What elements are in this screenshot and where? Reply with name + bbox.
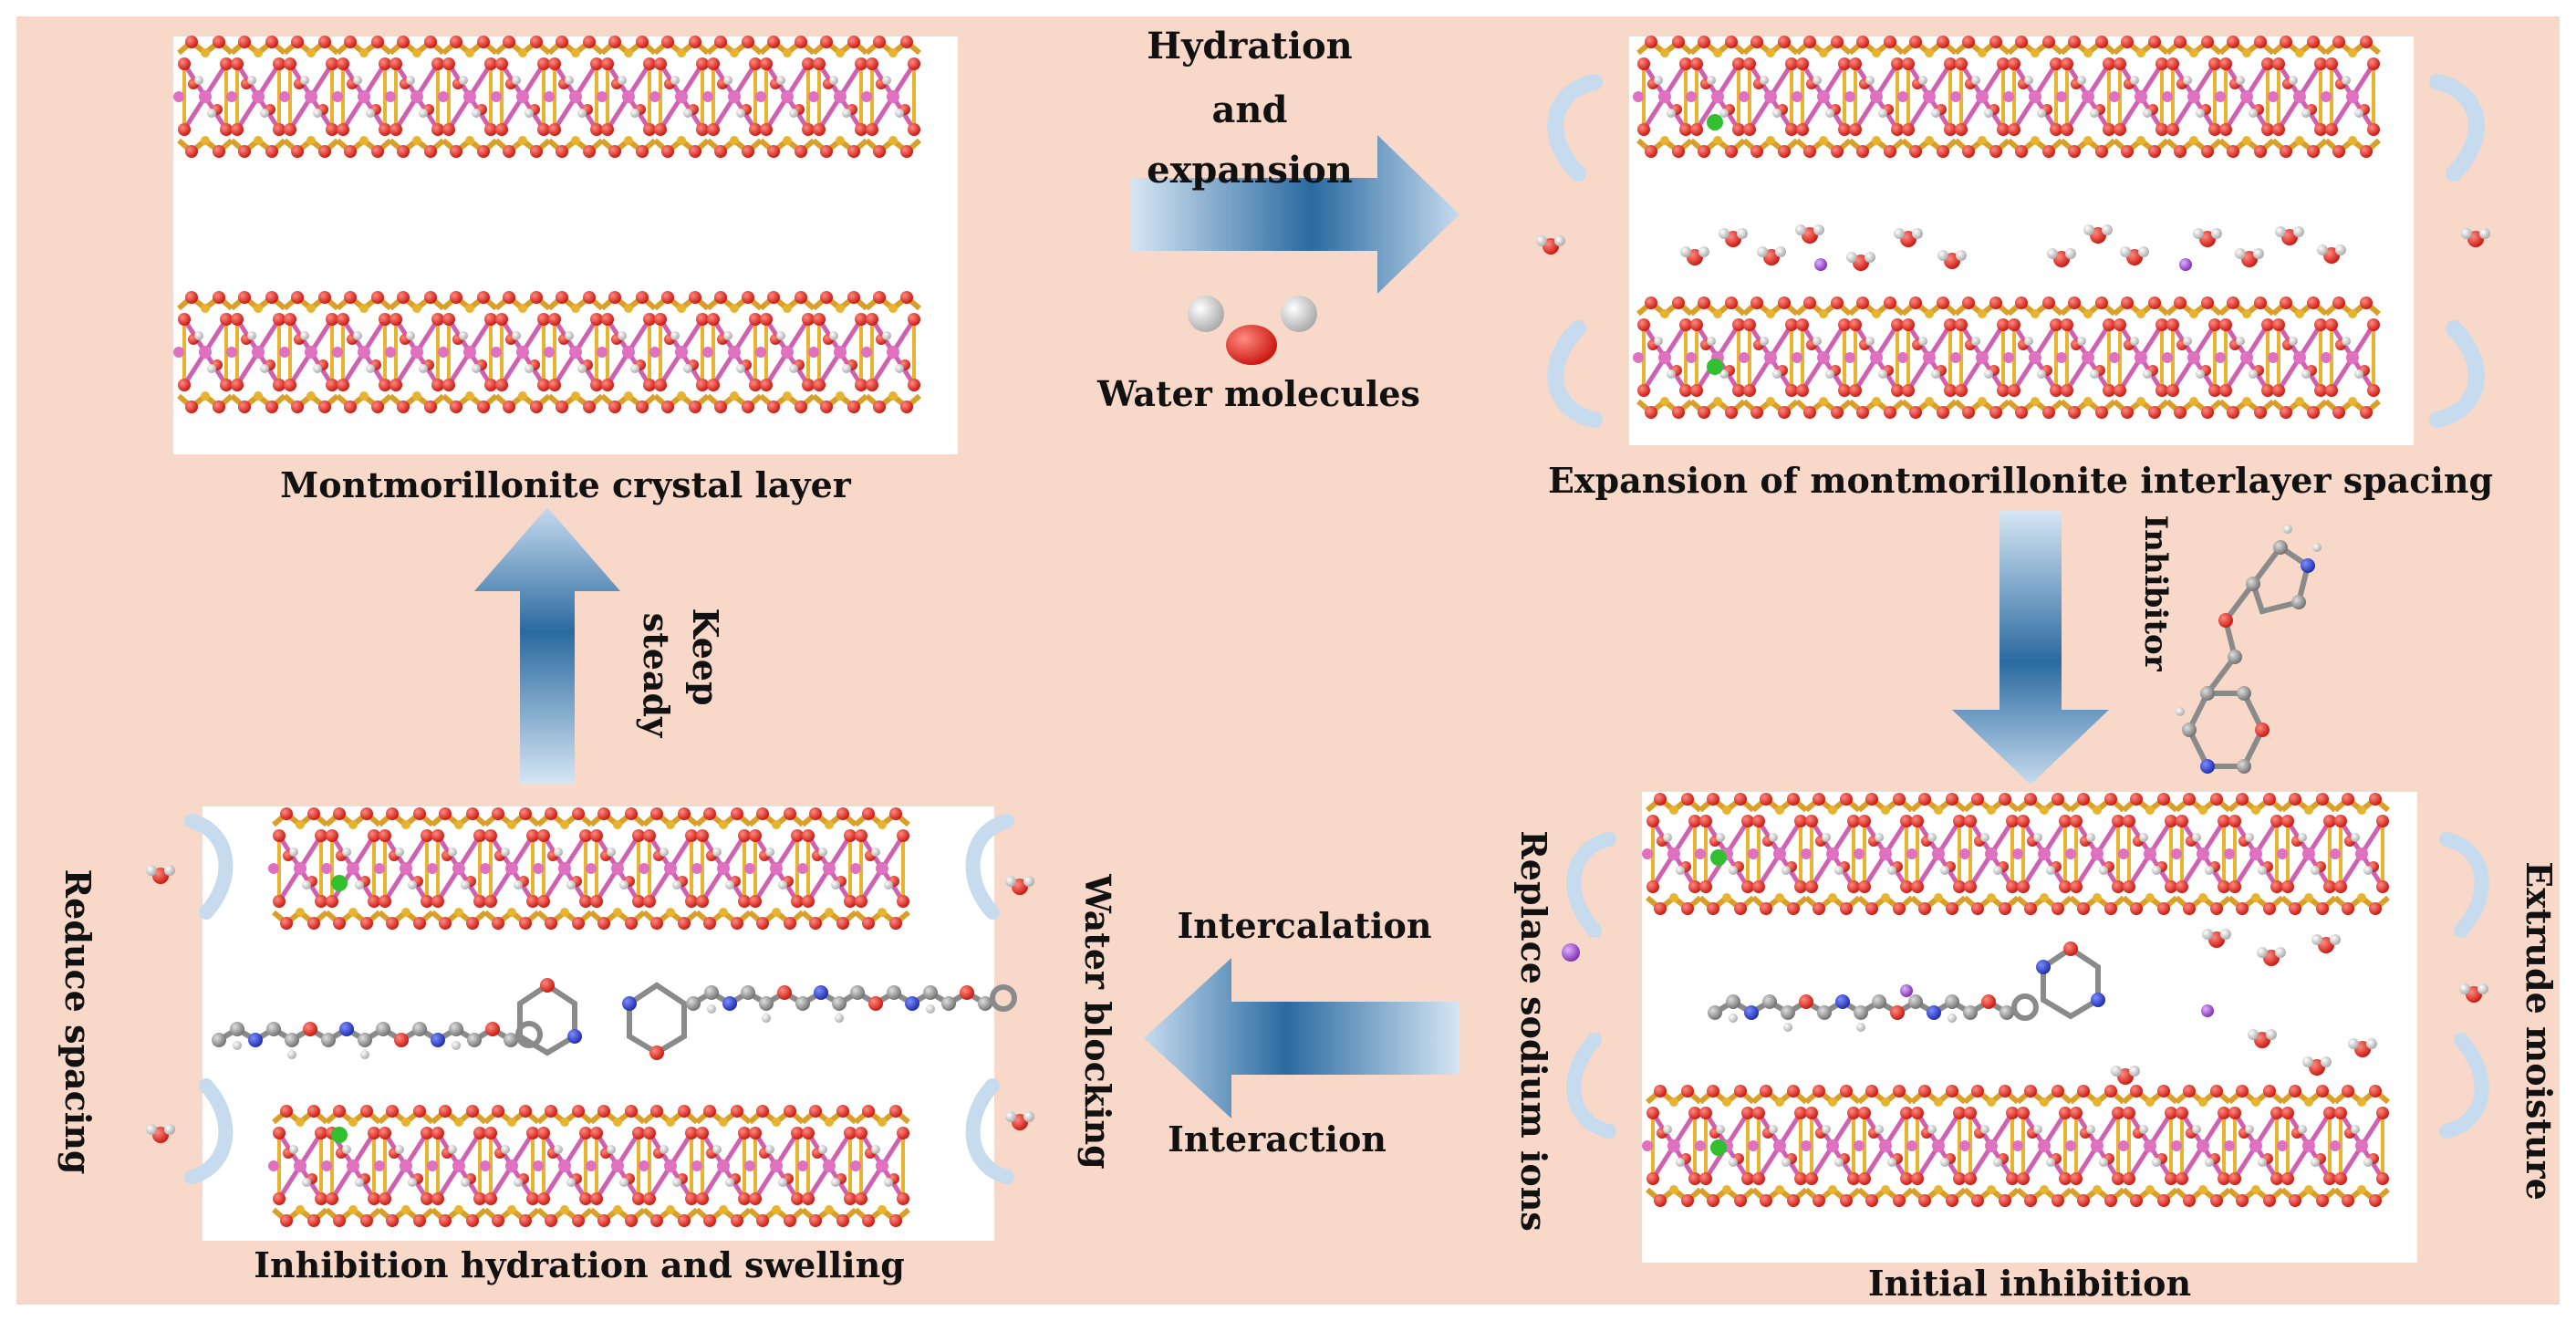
label-expansion-spacing: Expansion of montmorillonite interlayer … [1548,460,2493,501]
recirculation-arrows-bottom-left [146,814,1034,1184]
label-hydration-3: expansion [1147,149,1353,192]
crystal-layer-panel [173,36,958,454]
label-hydration-1: Hydration [1147,25,1352,68]
label-inhibitor: Inhibitor [2137,515,2174,671]
label-hydration-2: and [1212,88,1288,131]
water-molecule-icon [1188,296,1317,365]
label-replace-sodium: Replace sodium ions [1513,830,1554,1232]
hydration-arrow [1131,135,1459,294]
intercalation-arrow [1144,958,1459,1118]
label-keep: Keep [685,608,726,705]
keep-steady-arrow [474,507,620,785]
label-inhibition-swelling: Inhibition hydration and swelling [254,1244,905,1285]
expansion-panel [1629,36,2414,445]
benzimidazole-ring-initial [2036,941,2105,1020]
label-initial-inhibition: Initial inhibition [1868,1263,2191,1304]
interlayer-water [1680,224,2346,271]
benzimidazole-ring-final [517,978,687,1060]
inhibitor-molecule [2176,525,2322,774]
recirculation-arrows-top-right [1536,74,2490,428]
label-water-molecules: Water molecules [1096,373,1420,414]
inhibition-swelling-panel [203,806,1014,1241]
inhibitor-arrow [1952,511,2109,785]
label-extrude-moisture: Extrude moisture [2519,861,2560,1201]
label-interaction: Interaction [1168,1118,1387,1160]
label-intercalation: Intercalation [1178,905,1432,946]
label-reduce-spacing: Reduce spacing [57,869,99,1175]
free-water-initial [1900,929,2377,1085]
label-steady: steady [636,613,677,738]
label-crystal-layer: Montmorillonite crystal layer [280,464,852,505]
recirculation-arrows-bottom-right [1562,832,2489,1139]
label-water-blocking: Water blocking [1077,873,1118,1169]
initial-inhibition-panel [1642,792,2417,1263]
